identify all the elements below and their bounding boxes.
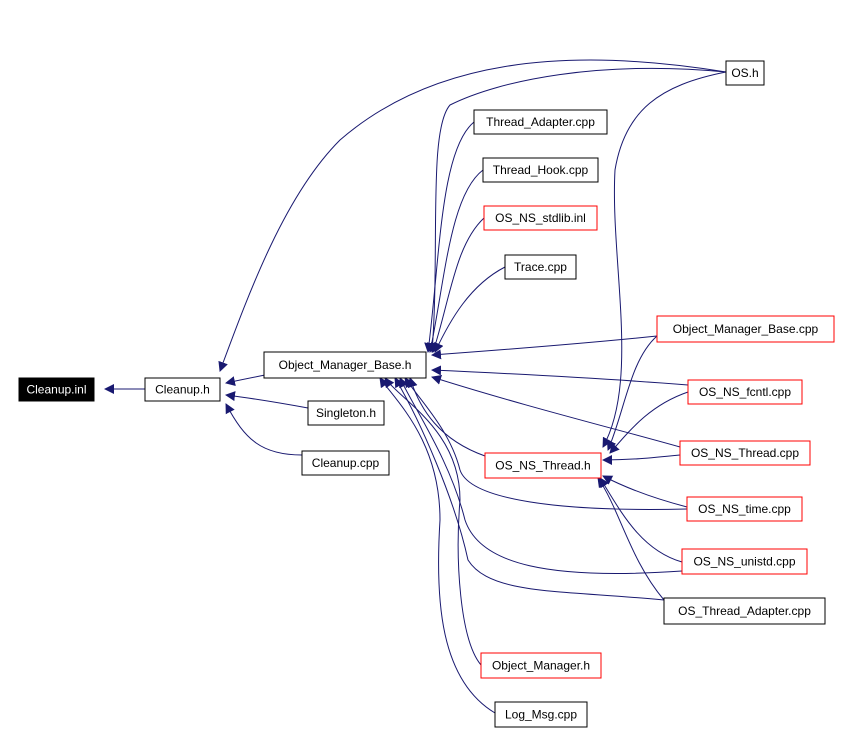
node-singleton-h[interactable]: Singleton.h bbox=[307, 400, 385, 426]
node-object-manager-base-cpp[interactable]: Object_Manager_Base.cpp bbox=[656, 315, 835, 343]
edge-singleton-h-to-cleanup-h bbox=[225, 391, 309, 409]
node-cleanup-inl[interactable]: Cleanup.inl bbox=[18, 377, 95, 402]
edge-stdlib-inl-to-omb-h bbox=[431, 217, 485, 353]
node-trace-cpp[interactable]: Trace.cpp bbox=[504, 254, 577, 280]
node-object-manager-base-h[interactable]: Object_Manager_Base.h bbox=[263, 351, 427, 379]
node-label: OS_Thread_Adapter.cpp bbox=[678, 604, 811, 618]
node-label: Object_Manager_Base.h bbox=[279, 358, 412, 372]
edge-thread-hook-to-omb-h bbox=[426, 169, 484, 353]
edge-omb-h-to-cleanup-h bbox=[225, 374, 266, 387]
node-os-ns-stdlib-inl[interactable]: OS_NS_stdlib.inl bbox=[483, 205, 598, 231]
node-os-ns-fcntl-cpp[interactable]: OS_NS_fcntl.cpp bbox=[687, 379, 803, 405]
node-label: Thread_Hook.cpp bbox=[493, 163, 589, 177]
edge-thread-cpp-to-os-ns-thread-h bbox=[602, 454, 681, 465]
node-label: Object_Manager_Base.cpp bbox=[673, 322, 819, 336]
node-label: Trace.cpp bbox=[514, 260, 567, 274]
node-thread-adapter-cpp[interactable]: Thread_Adapter.cpp bbox=[473, 109, 608, 135]
node-label: Thread_Adapter.cpp bbox=[486, 115, 595, 129]
edge-os-h-to-omb-h bbox=[427, 67, 727, 353]
node-os-ns-time-cpp[interactable]: OS_NS_time.cpp bbox=[686, 496, 803, 522]
node-label: OS_NS_Thread.h bbox=[495, 459, 590, 473]
edge-object-manager-h-to-omb-h bbox=[384, 377, 482, 666]
node-label: Log_Msg.cpp bbox=[505, 708, 577, 722]
node-os-thread-adapter-cpp[interactable]: OS_Thread_Adapter.cpp bbox=[663, 597, 826, 625]
edge-cleanup-cpp-to-cleanup-h bbox=[225, 403, 303, 456]
node-cleanup-h[interactable]: Cleanup.h bbox=[144, 377, 221, 402]
node-label: OS_NS_unistd.cpp bbox=[693, 555, 795, 569]
edge-omb-cpp-to-omb-h bbox=[431, 335, 658, 360]
edge-os-h-to-os-ns-thread-h bbox=[602, 71, 727, 448]
node-os-h[interactable]: OS.h bbox=[725, 60, 765, 86]
node-os-ns-unistd-cpp[interactable]: OS_NS_unistd.cpp bbox=[681, 548, 808, 575]
edge-omb-cpp-to-os-ns-thread-h bbox=[606, 335, 658, 451]
node-object-manager-h[interactable]: Object_Manager.h bbox=[480, 652, 602, 679]
node-label: Object_Manager.h bbox=[492, 659, 590, 673]
edge-trace-cpp-to-omb-h bbox=[434, 266, 506, 353]
edge-os-thread-adapter-to-omb-h bbox=[394, 377, 665, 601]
nodes: Cleanup.inl Cleanup.h Object_Manager_Bas… bbox=[18, 60, 835, 728]
edge-log-msg-to-omb-h bbox=[379, 377, 496, 714]
edge-time-cpp-to-os-ns-thread-h bbox=[602, 475, 688, 508]
edge-thread-adapter-to-omb-h bbox=[424, 121, 475, 353]
node-label: OS.h bbox=[731, 66, 758, 80]
node-label: OS_NS_time.cpp bbox=[698, 502, 791, 516]
edge-fcntl-cpp-to-os-ns-thread-h bbox=[609, 391, 689, 454]
node-label: OS_NS_Thread.cpp bbox=[691, 446, 799, 460]
edges bbox=[104, 59, 727, 714]
node-label: OS_NS_stdlib.inl bbox=[495, 211, 586, 225]
edge-thread-cpp-to-omb-h bbox=[431, 374, 681, 448]
node-label: Singleton.h bbox=[316, 406, 376, 420]
edge-os-h-to-cleanup-h bbox=[218, 59, 727, 372]
edge-os-ns-thread-h-to-omb-h bbox=[407, 377, 486, 457]
node-log-msg-cpp[interactable]: Log_Msg.cpp bbox=[494, 701, 588, 728]
edge-unistd-cpp-to-omb-h bbox=[399, 377, 683, 574]
node-label: Cleanup.h bbox=[155, 383, 210, 397]
node-os-ns-thread-h[interactable]: OS_NS_Thread.h bbox=[484, 452, 602, 479]
node-label: Cleanup.cpp bbox=[312, 456, 380, 470]
edge-fcntl-cpp-to-omb-h bbox=[431, 365, 689, 386]
node-cleanup-cpp[interactable]: Cleanup.cpp bbox=[301, 450, 390, 476]
edge-time-cpp-to-omb-h bbox=[404, 377, 688, 510]
node-thread-hook-cpp[interactable]: Thread_Hook.cpp bbox=[482, 157, 599, 183]
edge-os-thread-adapter-to-os-ns-thread-h bbox=[597, 477, 665, 601]
node-label: Cleanup.inl bbox=[26, 383, 86, 397]
node-label: OS_NS_fcntl.cpp bbox=[699, 385, 791, 399]
node-os-ns-thread-cpp[interactable]: OS_NS_Thread.cpp bbox=[679, 440, 811, 466]
edge-unistd-cpp-to-os-ns-thread-h bbox=[599, 477, 683, 563]
